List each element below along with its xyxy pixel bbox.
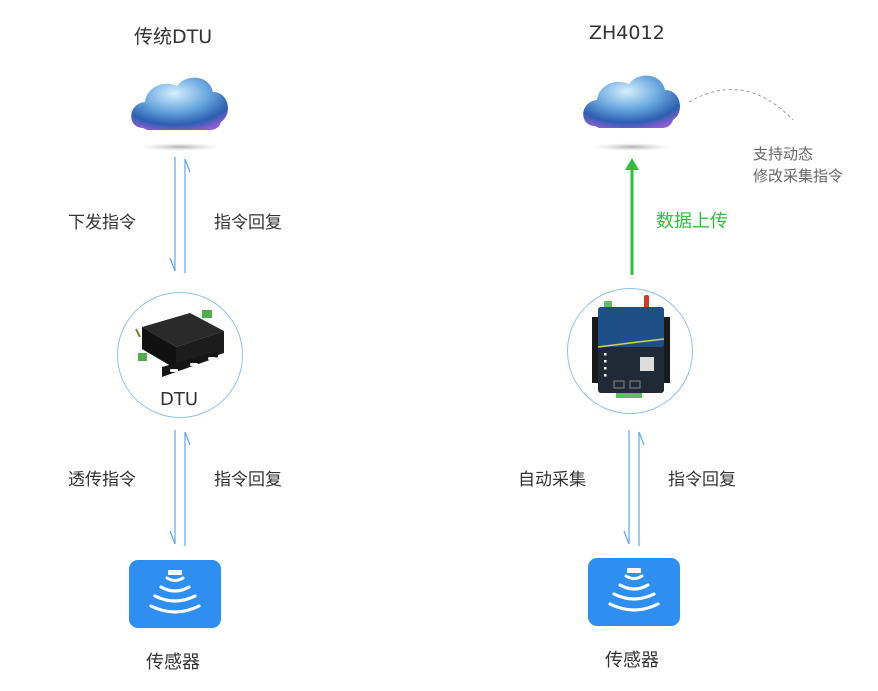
sensor-icon [588, 558, 680, 626]
right-sensor-label: 传感器 [605, 650, 659, 671]
left-downlink-label: 下发指令 [68, 213, 136, 233]
signal-waves-icon [149, 570, 201, 614]
dynamic-note: 支持动态 修改采集指令 [753, 143, 843, 187]
dynamic-note-line1: 支持动态 [753, 145, 814, 163]
right-title: ZH4012 [589, 22, 665, 44]
auto-collect-arrow [623, 430, 645, 546]
left-reply-label: 指令回复 [214, 470, 282, 490]
zh4012-device-icon [592, 295, 670, 398]
right-reply-label: 指令回复 [668, 470, 736, 490]
data-upload-label: 数据上传 [656, 211, 728, 232]
left-uplink-label: 指令回复 [214, 213, 282, 233]
signal-waves-icon [608, 568, 660, 612]
dtu-device-label: DTU [160, 389, 199, 410]
dtu-device-circle: DTU [117, 292, 243, 418]
data-upload-arrow [625, 158, 639, 275]
cloud-icon [131, 77, 228, 151]
dtu-device-icon [135, 310, 224, 377]
left-transparent-label: 透传指令 [68, 470, 136, 490]
dashed-arc-connector [688, 89, 794, 121]
left-title: 传统DTU [134, 26, 213, 48]
auto-collect-label: 自动采集 [518, 470, 586, 490]
dynamic-note-line2: 修改采集指令 [753, 167, 844, 185]
downlink-arrow [169, 157, 191, 273]
transparent-command-arrow [169, 430, 191, 546]
left-sensor-label: 传感器 [146, 652, 200, 673]
cloud-icon [583, 75, 680, 151]
zh4012-device-circle [567, 288, 693, 414]
sensor-icon [129, 560, 221, 628]
